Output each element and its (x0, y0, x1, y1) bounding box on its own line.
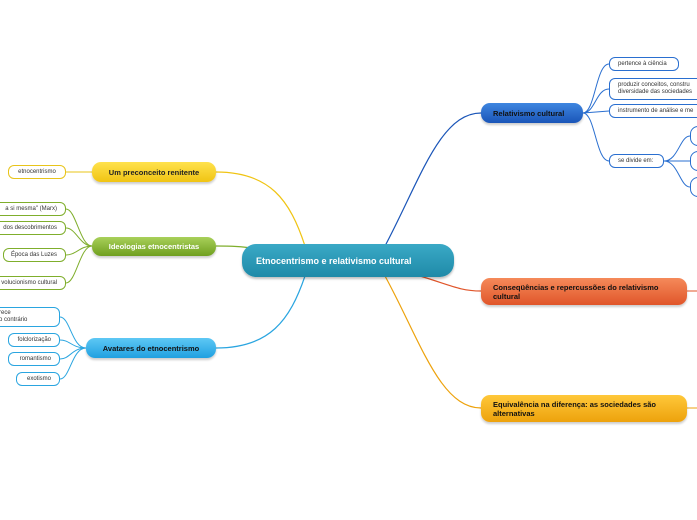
topic-label: etnocentrismo (18, 168, 56, 175)
topic-label: Época das Luzes (10, 251, 57, 258)
connector-central-consequencias (419, 275, 482, 292)
topic-folclorizacao[interactable]: folclorização (8, 333, 60, 347)
topic-produzir-conceitos[interactable]: produzir conceitos, constru diversidade … (609, 78, 697, 100)
branch-avatares-etnocentrismo[interactable]: Avatares do etnocentrismo (86, 338, 216, 358)
branch-preconceito-renitente[interactable]: Um preconceito renitente (92, 162, 216, 182)
branch-equivalencia-diferenca[interactable]: Equivalência na diferença: as sociedades… (481, 395, 687, 422)
central-topic-label: Etnocentrismo e relativismo cultural (256, 255, 412, 266)
branch-label: Conseqüências e repercussões do relativi… (493, 282, 659, 301)
connector-central-avatares (215, 275, 306, 349)
connector-ideologias-child-2 (65, 227, 93, 247)
connector-ideologias-child-4 (65, 245, 93, 284)
branch-ideologias-etnocentristas[interactable]: Ideologias etnocentristas (92, 237, 216, 256)
connector-relativismo-child-1 (582, 63, 610, 114)
connector-central-preconceito (215, 171, 306, 247)
topic-label: dos descobrimentos (3, 224, 57, 231)
connector-relativismo-child-2 (582, 88, 610, 114)
topic-label: produzir conceitos, constru diversidade … (618, 82, 693, 95)
connector-relativismo-child-4 (582, 112, 610, 162)
topic-label: se divide em: (618, 157, 654, 164)
topic-label: a si mesma" (Marx) (5, 205, 57, 212)
topic-label: volucionismo cultural (1, 279, 57, 286)
connector-ideologias-child-1 (65, 208, 93, 247)
topic-label: pertence à ciência (618, 60, 667, 67)
branch-label: Ideologias etnocentristas (108, 242, 200, 251)
connector-central-relativismo (384, 112, 482, 247)
topic-label: folclorização (17, 336, 51, 343)
topic-instrumento-analise[interactable]: instrumento de análise e me (609, 104, 697, 118)
connector-divide-stub-1 (663, 135, 691, 162)
topic-evolucionismo-cultural[interactable]: volucionismo cultural (0, 276, 66, 290)
topic-label: romantismo (19, 355, 51, 362)
topic-label: rece o contrário (0, 310, 28, 323)
branch-relativismo-cultural[interactable]: Relativismo cultural (481, 103, 583, 123)
connector-avatares-child-1 (59, 316, 87, 349)
connector-central-equivalencia (384, 275, 482, 409)
topic-stub-2[interactable] (690, 151, 697, 171)
branch-label: Um preconceito renitente (108, 167, 200, 177)
topic-epoca-das-luzes[interactable]: Época das Luzes (3, 248, 66, 262)
topic-etnocentrismo[interactable]: etnocentrismo (8, 165, 66, 179)
topic-stub-1[interactable] (690, 126, 697, 146)
branch-label: Equivalência na diferença: as sociedades… (493, 399, 656, 418)
topic-romantismo[interactable]: romantismo (8, 352, 60, 366)
topic-descobrimentos[interactable]: dos descobrimentos (0, 221, 66, 235)
branch-label: Avatares do etnocentrismo (102, 343, 200, 353)
connector-relativismo-child-3 (582, 110, 610, 114)
topic-label: exotismo (26, 375, 51, 382)
branch-label: Relativismo cultural (493, 108, 565, 118)
topic-exotismo[interactable]: exotismo (16, 372, 60, 386)
topic-stub-3[interactable] (690, 177, 697, 197)
topic-pertence-ciencia[interactable]: pertence à ciência (609, 57, 679, 71)
central-topic[interactable]: Etnocentrismo e relativismo cultural (242, 244, 454, 277)
topic-se-divide-em[interactable]: se divide em: (609, 154, 664, 168)
branch-consequencias-repercussoes[interactable]: Conseqüências e repercussões do relativi… (481, 278, 687, 305)
connector-divide-stub-3 (663, 160, 691, 188)
connector-avatares-child-4 (59, 347, 87, 380)
topic-marx[interactable]: a si mesma" (Marx) (0, 202, 66, 216)
topic-label: instrumento de análise e me (618, 107, 694, 114)
connector-avatares-child-3 (59, 347, 87, 360)
topic-ao-contrario[interactable]: rece o contrário (0, 307, 60, 327)
